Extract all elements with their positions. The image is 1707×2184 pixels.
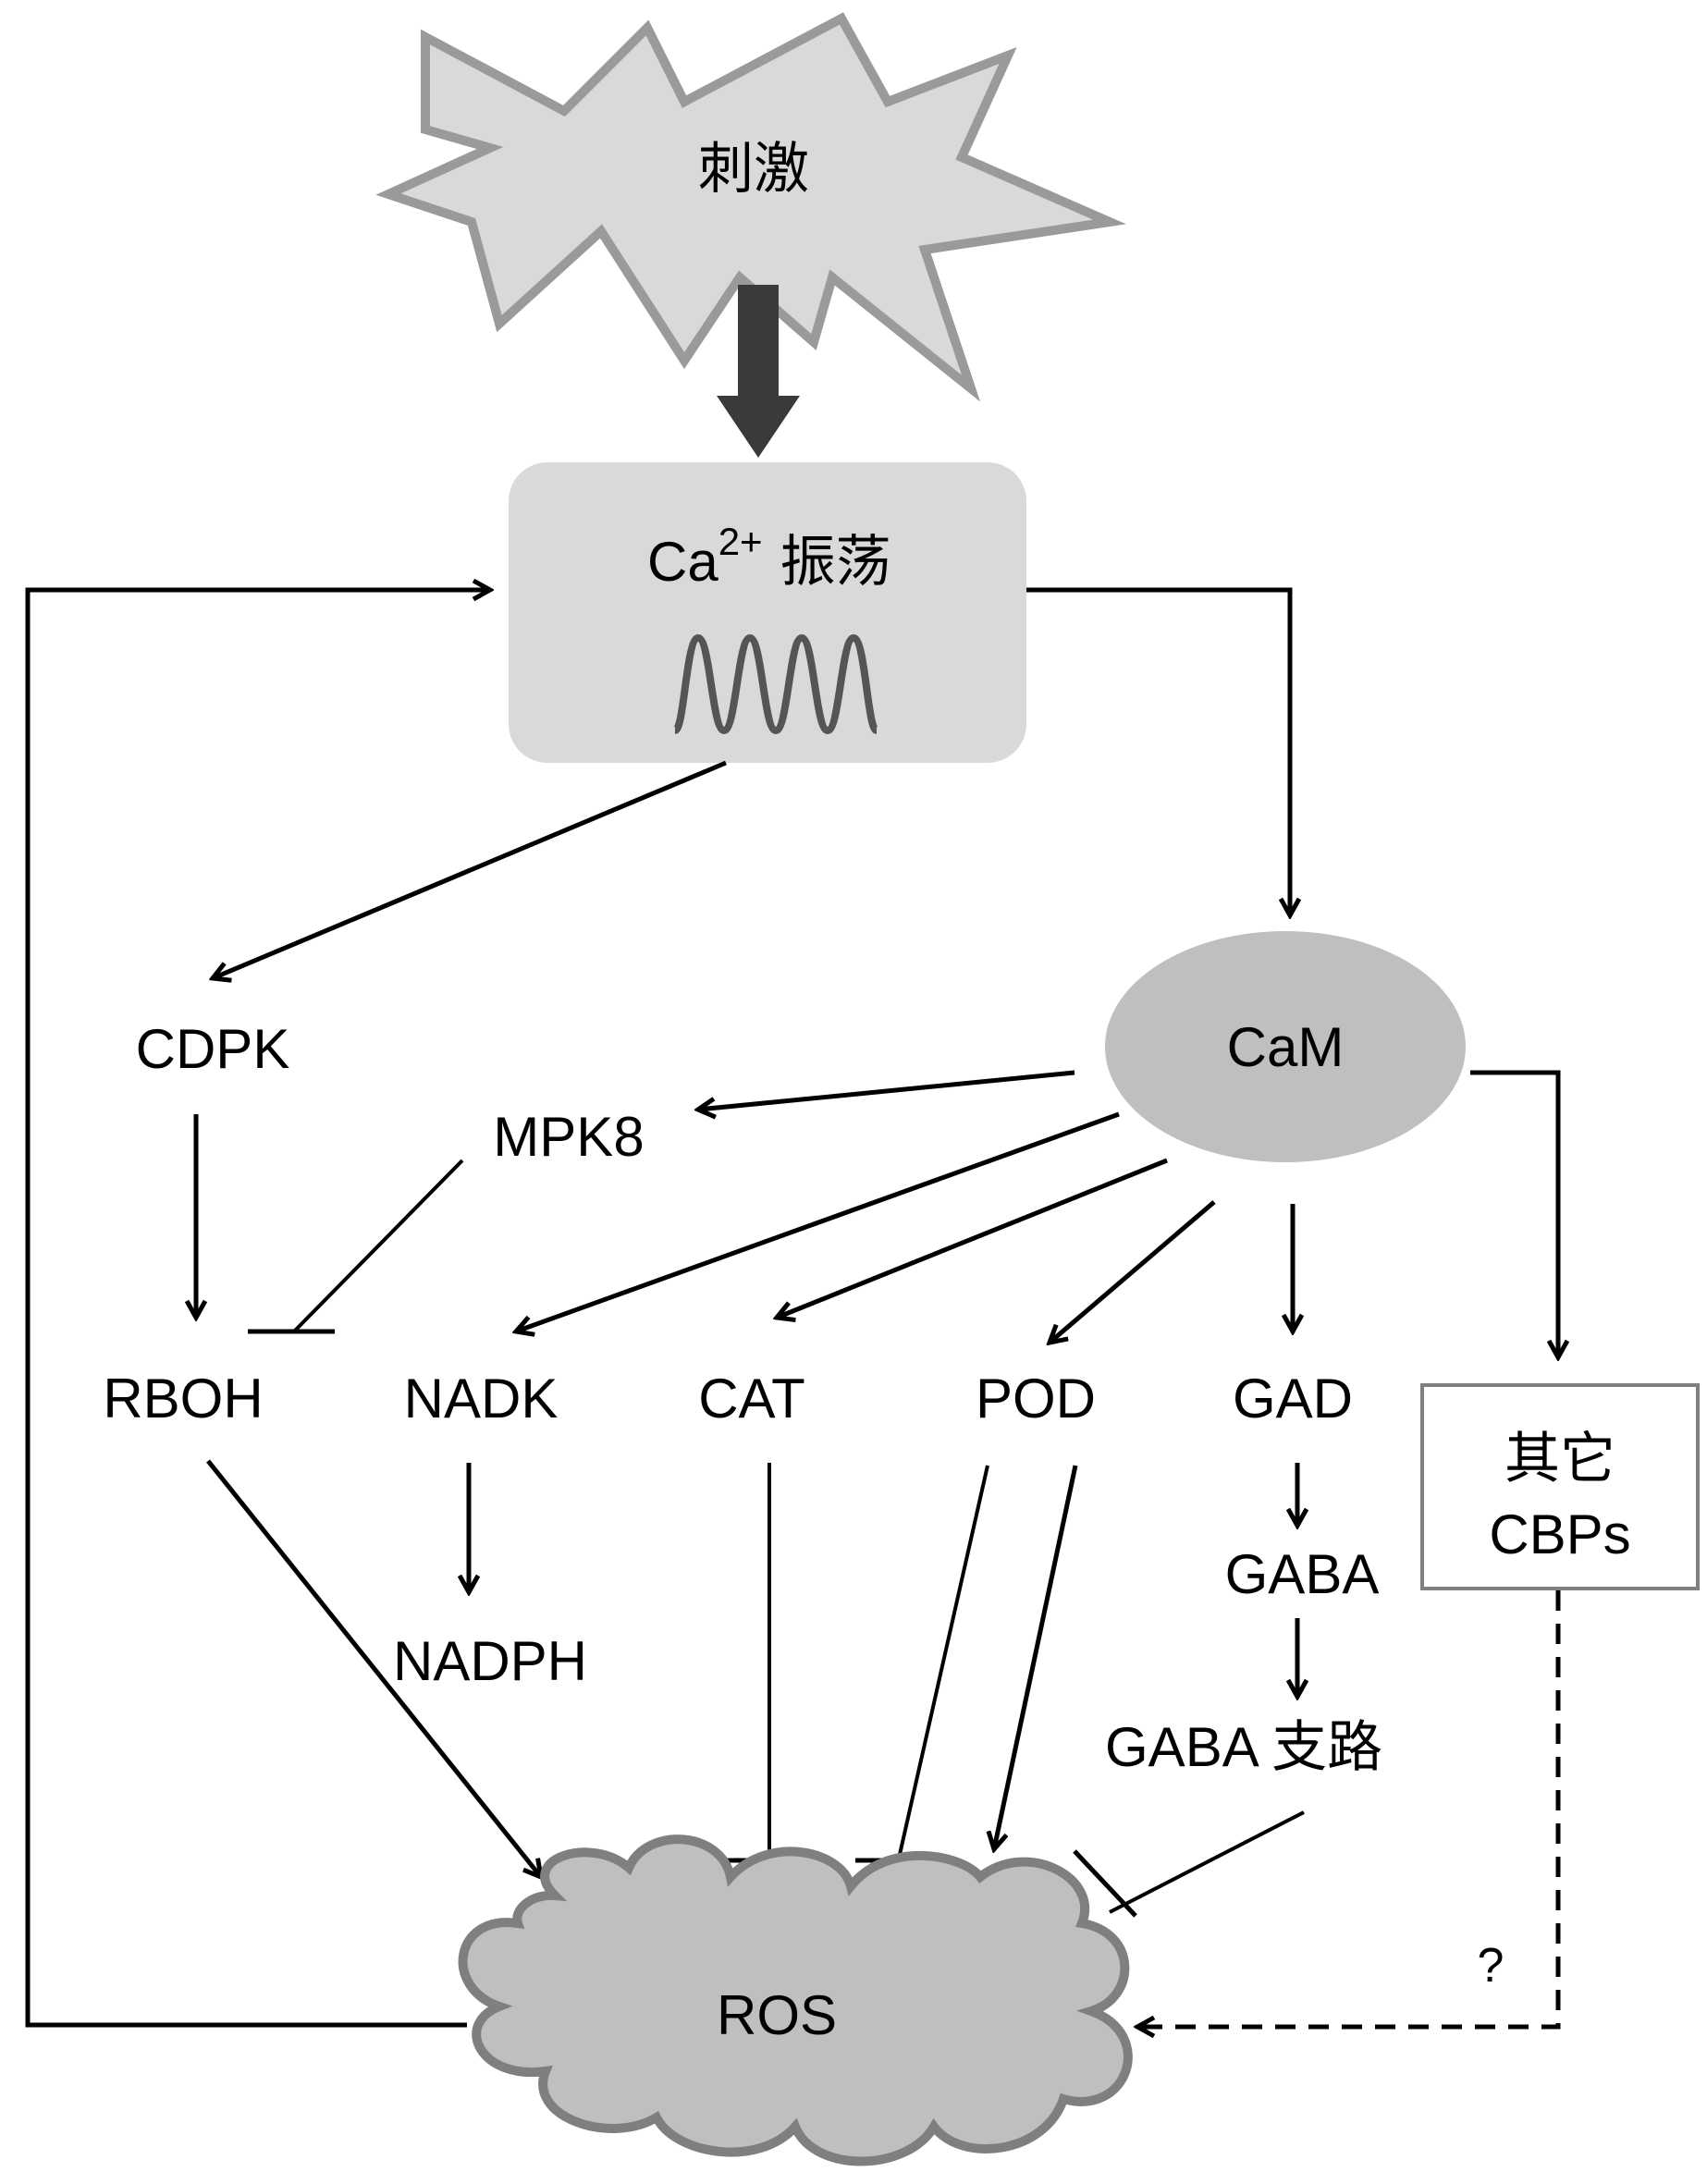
feedback-line bbox=[25, 590, 490, 2028]
pod-label: POD bbox=[976, 1368, 1096, 1429]
cat-label: CAT bbox=[698, 1368, 805, 1429]
rboh-label: RBOH bbox=[103, 1368, 263, 1429]
oscillation-wave bbox=[671, 633, 880, 735]
unknown-label: ? bbox=[1478, 1939, 1504, 1993]
arrow-rboh-ros bbox=[206, 1459, 541, 1877]
gaba-shunt-label: GABA 支路 bbox=[1105, 1716, 1382, 1778]
other-cbps-box bbox=[1420, 1383, 1700, 1590]
cdpk-label: CDPK bbox=[136, 1018, 290, 1080]
ca-oscillation-box bbox=[509, 462, 1026, 763]
other-cbps-label-2: CBPs bbox=[1489, 1503, 1630, 1565]
inhibit-shunt-ros bbox=[1109, 1810, 1305, 1914]
arrow-cam-mpk8 bbox=[698, 1070, 1075, 1110]
arrow-pod-ros bbox=[994, 1465, 1078, 1849]
stimulus-label: 刺激 bbox=[698, 137, 809, 202]
inhibit-pod-ros bbox=[897, 1465, 989, 1859]
arrow-cam-cbps bbox=[1470, 1070, 1558, 1357]
ros-cloud bbox=[458, 1834, 1133, 2166]
dashed-cbps-ros bbox=[1137, 1590, 1561, 2027]
arrow-cam-pod bbox=[1050, 1200, 1216, 1343]
arrow-ca-cdpk bbox=[213, 760, 727, 978]
cam-label: CaM bbox=[1227, 1016, 1345, 1078]
mpk8-label: MPK8 bbox=[493, 1106, 644, 1168]
cam-node bbox=[1105, 931, 1466, 1162]
stimulus-burst bbox=[375, 12, 1126, 402]
gad-label: GAD bbox=[1233, 1368, 1353, 1429]
inhibit-bar-shunt bbox=[1073, 1849, 1137, 1918]
arrow-ca-cam bbox=[1026, 587, 1290, 915]
thick-arrow-head bbox=[717, 396, 800, 458]
other-cbps-label-1: 其它 bbox=[1504, 1427, 1615, 1491]
arrow-cam-cat bbox=[777, 1158, 1168, 1318]
arrow-cam-nadk bbox=[516, 1111, 1120, 1331]
nadk-label: NADK bbox=[404, 1368, 559, 1429]
gaba-label: GABA bbox=[1225, 1543, 1380, 1605]
inhibit-mpk8-rboh bbox=[292, 1159, 464, 1333]
thick-arrow-shaft bbox=[738, 285, 779, 400]
ros-label: ROS bbox=[717, 1984, 837, 2046]
nadph-label: NADPH bbox=[393, 1630, 587, 1692]
ca-oscillation-label: Ca2+ 振荡 bbox=[647, 520, 891, 595]
